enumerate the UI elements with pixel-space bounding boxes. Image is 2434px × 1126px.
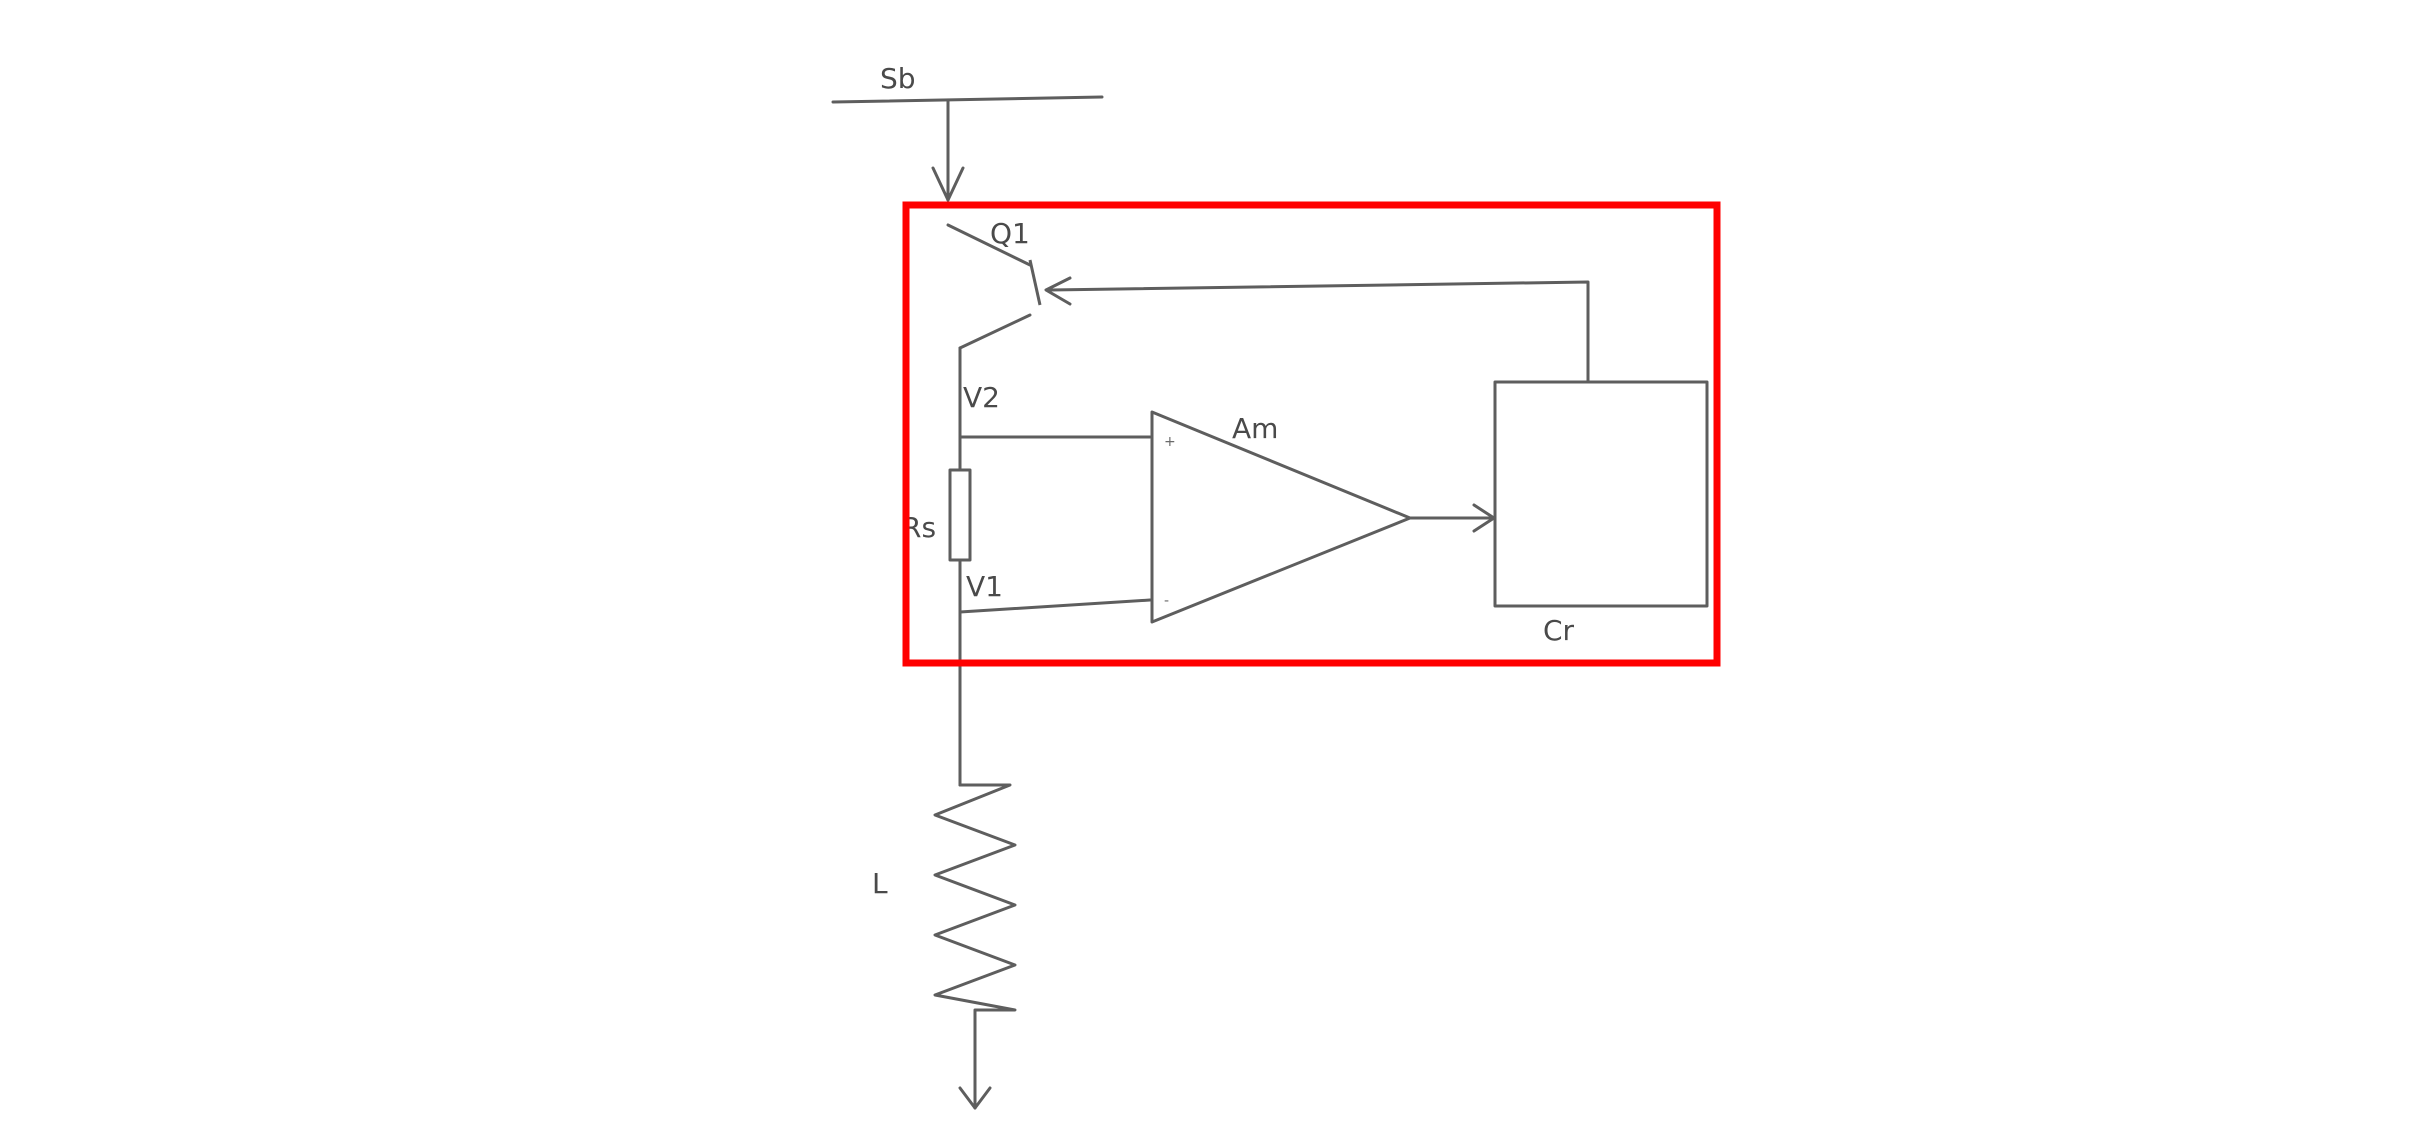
- supply-rail: [831, 95, 1104, 202]
- label-am: Am: [1232, 412, 1278, 445]
- amp-plus-pin: +: [1164, 434, 1176, 450]
- amplifier: [1150, 410, 1412, 624]
- amp-output-wire: [1408, 503, 1496, 533]
- label-sb: Sb: [880, 62, 916, 95]
- feedback-arrow-icon: [1044, 276, 1072, 306]
- transistor-base-bar: [1028, 259, 1042, 306]
- label-cr: Cr: [1543, 614, 1575, 647]
- label-v1: V1: [966, 570, 1003, 603]
- wire-v1-to-amp: [958, 598, 1152, 614]
- load: [933, 783, 1017, 1110]
- sense-resistor: [948, 468, 972, 787]
- label-v2: V2: [963, 381, 1000, 414]
- ground-arrow-icon: [958, 1086, 992, 1110]
- current-arrow-icon: [931, 166, 965, 202]
- controller-box: [1493, 380, 1709, 608]
- amp-minus-pin: -: [1164, 593, 1169, 609]
- label-q1: Q1: [990, 217, 1030, 250]
- highlight-box: [902, 201, 1721, 667]
- label-l: L: [872, 867, 888, 900]
- feedback-wire: [1044, 276, 1590, 384]
- transistor-q1: [946, 223, 1042, 472]
